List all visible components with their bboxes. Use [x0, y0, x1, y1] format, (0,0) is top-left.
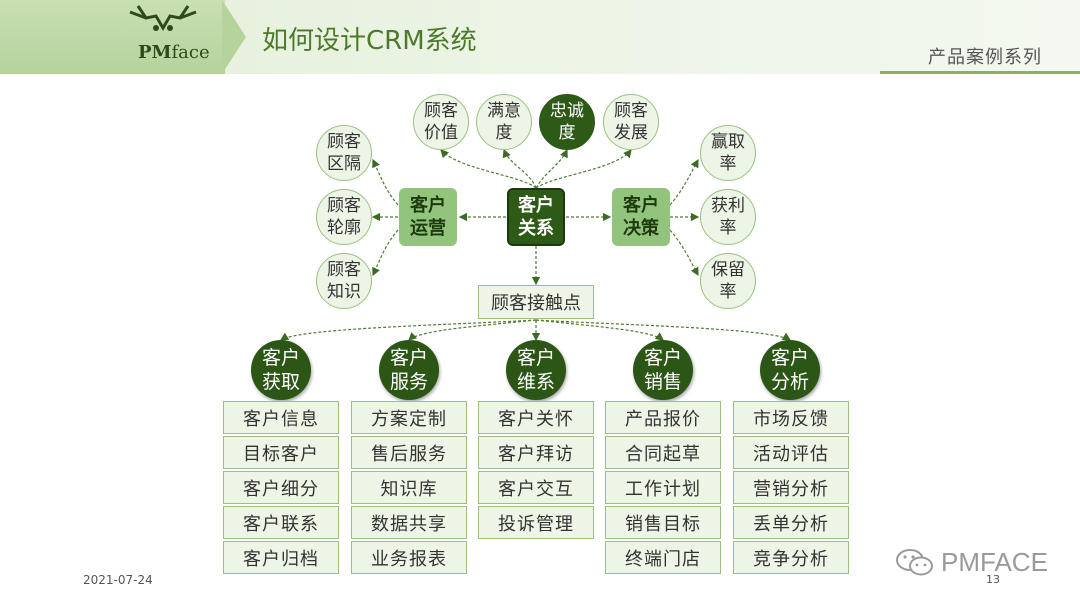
list-item: 合同起草 — [605, 436, 721, 469]
list-item: 数据共享 — [351, 506, 467, 539]
page-title: 如何设计CRM系统 — [262, 26, 477, 56]
module-service-list: 方案定制 售后服务 知识库 数据共享 业务报表 — [351, 401, 467, 576]
brand-text: PMFACE — [941, 547, 1048, 577]
hub-customer-operations: 客户运营 — [399, 188, 457, 246]
node-satisfaction: 满意度 — [476, 94, 532, 150]
footer-date: 2021-07-24 — [83, 573, 153, 587]
list-item: 市场反馈 — [733, 401, 849, 434]
module-retention: 客户维系 — [506, 340, 566, 400]
node-customer-knowledge: 顾客知识 — [316, 253, 372, 309]
list-item: 终端门店 — [605, 541, 721, 574]
module-acquisition-list: 客户信息 目标客户 客户细分 客户联系 客户归档 — [223, 401, 339, 576]
list-item: 客户细分 — [223, 471, 339, 504]
page-number: 13 — [986, 573, 1000, 586]
list-item: 客户联系 — [223, 506, 339, 539]
module-sales: 客户销售 — [633, 340, 693, 400]
subtitle-underline — [880, 71, 1080, 74]
list-item: 目标客户 — [223, 436, 339, 469]
header-bar: PMface 如何设计CRM系统 产品案例系列 — [0, 0, 1080, 74]
list-item: 方案定制 — [351, 401, 467, 434]
logo-text: PMface — [138, 42, 210, 63]
list-item: 知识库 — [351, 471, 467, 504]
list-item: 客户信息 — [223, 401, 339, 434]
node-customer-profile: 顾客轮廓 — [316, 189, 372, 245]
list-item: 客户拜访 — [478, 436, 594, 469]
antler-icon — [129, 5, 197, 31]
header-chevron — [222, 0, 246, 74]
node-customer-value: 顾客价值 — [413, 94, 469, 150]
list-item: 客户关怀 — [478, 401, 594, 434]
module-retention-list: 客户关怀 客户拜访 客户交互 投诉管理 — [478, 401, 594, 541]
node-customer-segmentation: 顾客区隔 — [316, 125, 372, 181]
module-sales-list: 产品报价 合同起草 工作计划 销售目标 终端门店 — [605, 401, 721, 576]
list-item: 营销分析 — [733, 471, 849, 504]
module-analysis: 客户分析 — [760, 340, 820, 400]
brand-watermark: PMFACE — [895, 547, 1048, 578]
module-analysis-list: 市场反馈 活动评估 营销分析 丢单分析 竞争分析 — [733, 401, 849, 576]
node-customer-development: 顾客发展 — [603, 94, 659, 150]
node-profit-rate: 获利率 — [700, 189, 756, 245]
list-item: 客户交互 — [478, 471, 594, 504]
list-item: 售后服务 — [351, 436, 467, 469]
series-subtitle: 产品案例系列 — [928, 47, 1042, 68]
list-item: 工作计划 — [605, 471, 721, 504]
list-item: 投诉管理 — [478, 506, 594, 539]
list-item: 丢单分析 — [733, 506, 849, 539]
list-item: 客户归档 — [223, 541, 339, 574]
hub-customer-decision: 客户决策 — [612, 188, 670, 246]
list-item: 竞争分析 — [733, 541, 849, 574]
module-acquisition: 客户获取 — [251, 340, 311, 400]
node-win-rate: 赢取率 — [700, 125, 756, 181]
wechat-icon — [896, 548, 933, 575]
list-item: 产品报价 — [605, 401, 721, 434]
list-item: 业务报表 — [351, 541, 467, 574]
hub-customer-relationship: 客户关系 — [507, 188, 565, 246]
node-touchpoint: 顾客接触点 — [478, 285, 594, 319]
list-item: 销售目标 — [605, 506, 721, 539]
list-item: 活动评估 — [733, 436, 849, 469]
node-retention-rate: 保留率 — [700, 253, 756, 309]
module-service: 客户服务 — [379, 340, 439, 400]
logo: PMface — [0, 0, 225, 74]
node-loyalty: 忠诚度 — [539, 94, 595, 150]
